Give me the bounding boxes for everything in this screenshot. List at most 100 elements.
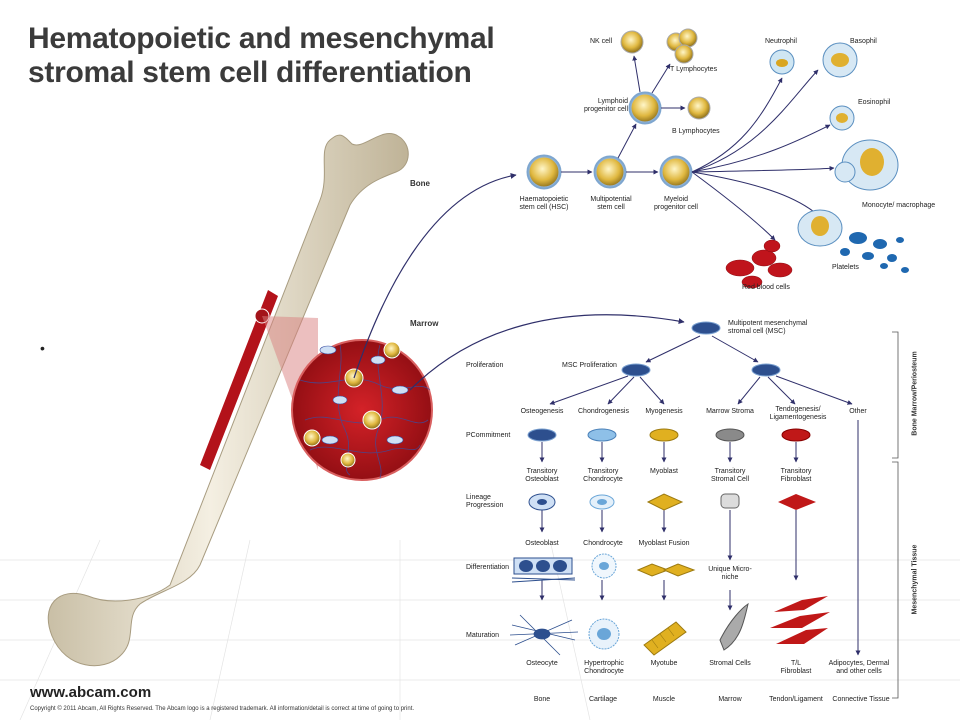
col-chondro-transitory: Transitory Chondrocyte: [583, 468, 623, 483]
basophil-label: Basophil: [850, 38, 877, 45]
stroma-commitment-cell: [715, 428, 745, 442]
multipotential-cell: [593, 155, 627, 189]
col-chondro-diff: Chondrocyte: [583, 540, 623, 547]
neutrophil-nucleus: [776, 59, 788, 67]
red-blood-cells: [725, 239, 793, 289]
nk-cell: [620, 30, 644, 54]
t-lymph-label: T Lymphocytes: [670, 66, 718, 73]
side-brackets: [892, 331, 899, 699]
nk-label: NK cell: [590, 38, 613, 45]
col-chondro-process: Chondrogenesis: [578, 408, 629, 415]
myeloid-cell: [659, 155, 693, 189]
msc-proliferation-label: MSC Proliferation: [562, 362, 617, 369]
title-line-2: stromal stem cell differentiation: [28, 56, 472, 89]
bullet-point: •: [40, 340, 45, 356]
hsc-cell: [526, 154, 562, 190]
transitory-chondrocyte-nucleus: [597, 499, 607, 505]
marrow-to-msc-arrow: [409, 314, 685, 391]
tendo-commitment-cell: [781, 428, 811, 442]
transitory-fibroblast-cell: [778, 494, 816, 510]
t-lymphocyte-2: [678, 28, 698, 48]
bone-label: Bone: [410, 179, 430, 188]
page-title: Hematopoietic and mesenchymal stromal st…: [28, 22, 495, 90]
lymphoid-cell: [628, 91, 662, 125]
col-tendo-final: T/L Fibroblast: [780, 660, 812, 675]
col-osteo-tissue: Bone: [533, 696, 551, 703]
osteocyte-network: [509, 614, 579, 656]
row-maturation: Maturation: [466, 632, 500, 639]
col-stroma-diff: Unique Micro-niche: [708, 566, 752, 581]
side-label-upper: Bone Marrow/Periosteum: [911, 351, 919, 436]
myeloid-label: Myeloid progenitor cell: [654, 196, 698, 211]
multipotential-label: Multipotential stem cell: [590, 196, 632, 211]
col-osteo-process: Osteogenesis: [520, 408, 564, 415]
msc-cell: [691, 321, 721, 335]
col-stroma-process: Marrow Stroma: [706, 408, 754, 415]
monocyte-nucleus: [860, 148, 884, 176]
col-tendo-process: Tendogenesis/ Ligamentogenesis: [769, 406, 827, 421]
b-lymphocyte: [687, 96, 711, 120]
col-chondro-final: Hypertrophic Chondrocyte: [584, 660, 624, 675]
monocyte-small: [834, 161, 856, 183]
col-osteo-transitory: Transitory Osteoblast: [525, 468, 559, 483]
row-differentiation: Differentiation: [466, 564, 510, 571]
side-label-lower: Mesenchymal Tissue: [911, 544, 919, 615]
macrophage-nucleus: [811, 216, 829, 236]
row-lineage: Lineage Progression: [466, 494, 504, 509]
col-osteo-diff: Osteoblast: [525, 540, 559, 547]
tl-fibroblasts: [770, 596, 830, 644]
col-other-final: Adipocytes, Dermal and other cells: [828, 660, 890, 675]
eosinophil-label: Eosinophil: [858, 99, 891, 106]
chondro-commitment-cell: [587, 428, 617, 442]
footer-url[interactable]: www.abcam.com: [30, 684, 152, 701]
col-stroma-final: Stromal Cells: [709, 660, 751, 667]
col-stroma-transitory: Transitory Stromal Cell: [710, 468, 750, 483]
basophil-nucleus: [831, 53, 849, 67]
marrow-label: Marrow: [410, 319, 439, 328]
osteoblast-cluster: [511, 557, 576, 583]
lymphoid-label: Lymphoid progenitor cell: [584, 98, 628, 113]
monocyte-label: Monocyte/ macrophage: [862, 202, 936, 209]
t-lymphocyte-3: [674, 44, 694, 64]
stromal-cell: [719, 602, 749, 651]
hypertrophic-chondrocyte: [588, 618, 620, 650]
msc-label: Multipotent mesenchymal stromal cell (MS…: [728, 320, 808, 335]
myotube: [643, 621, 687, 656]
col-other-process: Other: [849, 408, 867, 415]
col-other-tissue: Connective Tissue: [832, 696, 890, 703]
col-myo-transitory: Myoblast: [649, 468, 678, 475]
bone-to-hsc-arrow: [353, 172, 517, 379]
mesenchymal-lineage: [509, 321, 861, 656]
col-myo-diff: Myoblast Fusion: [638, 540, 690, 547]
chondrocyte-cluster: [591, 553, 617, 579]
col-myo-final: Myotube: [650, 660, 678, 667]
col-stroma-tissue: Marrow: [718, 696, 742, 703]
myoblast-fusion-cells: [636, 563, 696, 577]
col-tendo-tissue: Tendon/Ligament: [769, 696, 823, 703]
msc-proliferation-cell-2: [751, 363, 781, 377]
myo-commitment-cell: [649, 428, 679, 442]
b-lymph-label: B Lymphocytes: [672, 128, 720, 135]
col-osteo-final: Osteocyte: [526, 660, 558, 667]
row-proliferation: Proliferation: [466, 362, 504, 369]
transitory-osteoblast-nucleus: [537, 499, 547, 505]
row-commitment: PCommitment: [466, 432, 511, 439]
platelets-label: Platelets: [832, 264, 859, 271]
myoblast-cell: [646, 493, 684, 511]
marrow-magnified-view: [291, 339, 433, 481]
col-myo-process: Myogenesis: [645, 408, 683, 415]
col-tendo-transitory: Transitory Fibroblast: [780, 468, 812, 483]
hsc-label: Haematopoietic stem cell (HSC): [519, 196, 569, 211]
eosinophil-nucleus: [836, 113, 848, 123]
hematopoietic-lineage: [526, 28, 909, 289]
neutrophil-label: Neutrophil: [765, 38, 797, 45]
title-line-1: Hematopoietic and mesenchymal: [28, 22, 495, 55]
platelets-cluster: [840, 232, 909, 273]
osteo-commitment-cell: [527, 428, 557, 442]
col-chondro-tissue: Cartilage: [588, 696, 617, 703]
msc-proliferation-cell-1: [621, 363, 651, 377]
copyright-text: Copyright © 2011 Abcam, All Rights Reser…: [30, 706, 415, 712]
transitory-stromal-cell: [720, 493, 740, 509]
col-myo-tissue: Muscle: [652, 696, 676, 703]
